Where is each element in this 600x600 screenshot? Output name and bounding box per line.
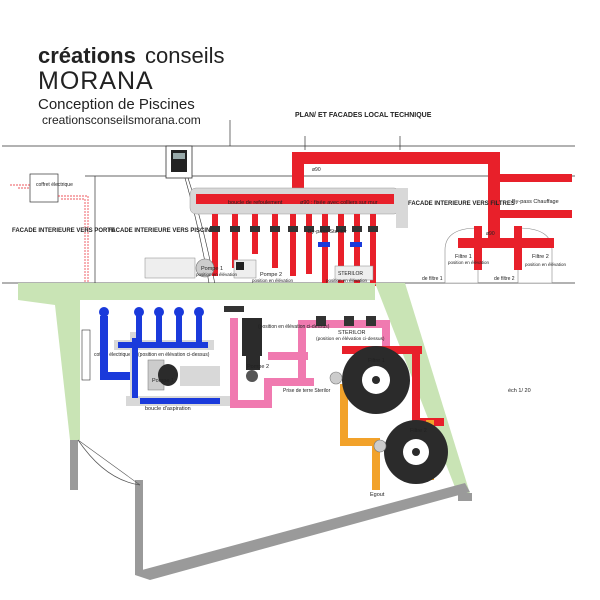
vertical-drop-pipes xyxy=(212,214,376,286)
valves-top xyxy=(210,226,378,247)
pumps-elevation xyxy=(144,257,374,281)
filtre2-top-pos: position en élévation xyxy=(525,262,567,267)
filtre1-plan-label: Filtre 1 xyxy=(368,358,385,364)
top-red-pipes: ø90 ø90 xyxy=(189,152,572,240)
de-filtre2-label: de filtre 2 xyxy=(494,276,515,282)
filtre2-plan-label: Filtre 2 xyxy=(410,428,427,434)
coffret-plan-label: coffret électrique xyxy=(94,352,131,358)
plan-title: PLAN/ ET FACADES LOCAL TECHNIQUE xyxy=(295,112,432,119)
sterilor-plan-pos: (position en élévation ci-dessus) xyxy=(316,336,385,342)
egout-label: Egout xyxy=(370,492,385,498)
facade-piscine-label: FACADE INTERIEURE VERS PISCINE xyxy=(108,228,214,234)
prise-terre-label: Prise de terre Sterilor xyxy=(283,388,331,394)
coffret-electrique-top: coffret électrique xyxy=(10,173,89,300)
coffret-electrique-plan xyxy=(81,329,91,381)
o90-label-a: ø90 xyxy=(312,167,321,173)
logo-creations: créations xyxy=(38,43,136,68)
logo-morana: MORANA xyxy=(38,67,154,95)
pompe2-plan-label: Pompe 2 xyxy=(247,364,269,370)
sterilor-top-pos: position en élévation xyxy=(326,278,368,283)
logo-conseils: conseils xyxy=(145,43,224,68)
pompe2-top-pos: position en élévation xyxy=(252,278,294,283)
green-wall xyxy=(18,283,472,500)
filtre2-top-label: Filtre 2 xyxy=(532,254,549,260)
o90-label-b: ø90 xyxy=(486,231,495,237)
pos-elev-label-2: (position en élévation ci-dessus) xyxy=(258,324,330,330)
boucle-aspiration-label: boucle d'aspiration xyxy=(145,406,191,412)
room-walls xyxy=(70,440,472,580)
filters-elevation xyxy=(444,226,554,284)
de-filtre1-label: de filtre 1 xyxy=(422,276,443,282)
pompe1-top-label: Pompe 1 xyxy=(201,266,223,272)
logo-url: creationsconseilsmorana.com xyxy=(42,113,201,127)
pompe2-top-label: Pompe 2 xyxy=(260,272,282,278)
pompe1-plan-label: Pompe 1 xyxy=(152,378,174,384)
logo: créations conseils MORANA Conception de … xyxy=(38,43,224,127)
pink-pipes xyxy=(224,306,390,408)
filtre1-top-pos: position en élévation xyxy=(448,260,490,265)
fixe-colliers-label: ø90 : fixée avec colliers sur mur xyxy=(300,200,378,206)
pompe2-plan xyxy=(242,318,262,382)
controller-box xyxy=(165,145,219,301)
bypass-sterilor-label: By-pass Sterilor xyxy=(308,229,347,235)
svg-text:coffret électrique: coffret électrique xyxy=(36,182,73,188)
door-swing xyxy=(77,439,141,486)
bypass-chauffage-label: By-pass Chauffage xyxy=(512,199,559,205)
pos-elev-label-1: (position en élévation ci-dessus) xyxy=(138,352,210,358)
facade-porte-label: FACADE INTERIEURE VERS PORTE xyxy=(12,228,115,234)
boucle-refoulement-label: boucle de refoulement xyxy=(228,200,283,206)
sterilor-plan-label: STERILOR xyxy=(338,330,366,336)
scale-label: éch 1/ 20 xyxy=(508,388,531,394)
suction-loop xyxy=(99,307,236,406)
logo-conception: Conception de Piscines xyxy=(38,96,195,113)
filtre1-top-label: Filtre 1 xyxy=(455,254,472,260)
sterilor-top-label: STERILOR xyxy=(338,271,363,277)
filters-plan xyxy=(329,346,448,490)
facade-filtres-label: FACADE INTERIEURE VERS FILTRES xyxy=(408,201,515,207)
pompe1-top-pos: position en élévation xyxy=(196,272,238,277)
